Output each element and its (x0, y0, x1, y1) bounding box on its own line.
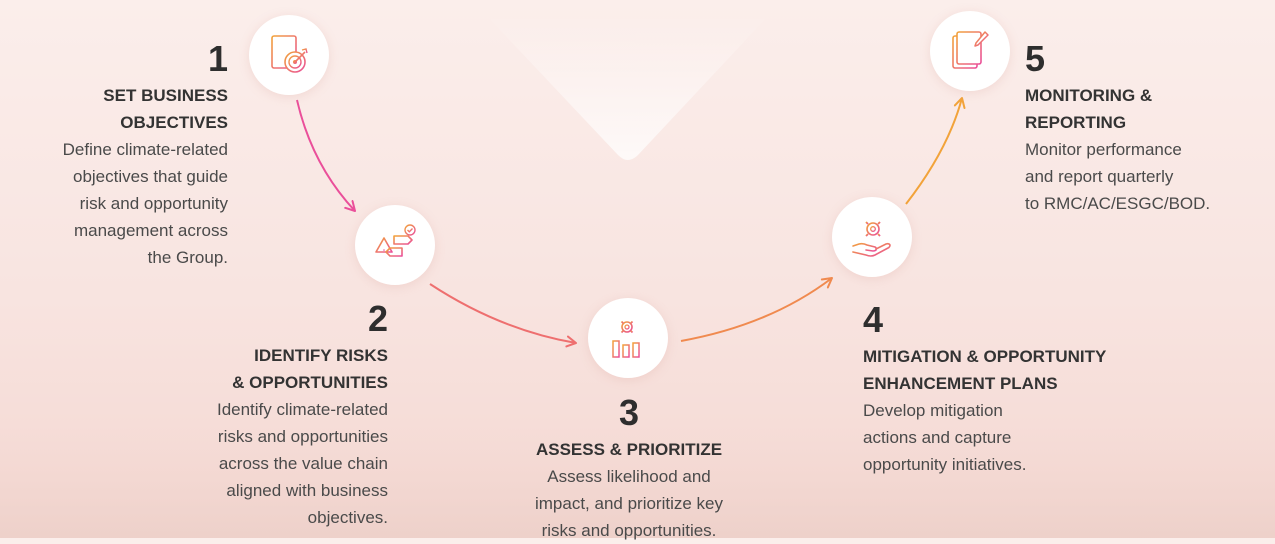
gear-bar-chart-icon (610, 319, 647, 358)
target-document-icon (271, 35, 308, 73)
report-pen-icon (952, 31, 989, 69)
arrow-step2-to-step3 (429, 283, 577, 348)
step-number: 3 (618, 392, 640, 433)
step-1: 1 SET BUSINESS OBJECTIVES Define climate… (63, 40, 228, 271)
step-number: 5 (1025, 38, 1046, 79)
arrow-step4-to-step5 (905, 97, 966, 205)
step-title: ASSESS & PRIORITIZE (535, 440, 723, 459)
step-number: 1 (207, 38, 228, 79)
step-3: 3 ASSESS & PRIORITIZE Assess likelihood … (479, 394, 779, 544)
arrow-step1-to-step2 (296, 99, 356, 212)
step-description: Identify climate-related risks and oppor… (216, 400, 388, 527)
step-5: 5 MONITORING & REPORTING Monitor perform… (1025, 40, 1210, 217)
step-3-icon-circle (588, 298, 668, 378)
step-4: 4 MITIGATION & OPPORTUNITY ENHANCEMENT P… (863, 301, 1106, 478)
gear-hand-icon (852, 219, 891, 257)
step-description: Develop mitigation actions and capture o… (863, 401, 1027, 474)
warning-signpost-icon (375, 224, 416, 264)
step-description: Monitor performance and report quarterly… (1025, 140, 1211, 213)
step-title: SET BUSINESS OBJECTIVES (103, 86, 228, 132)
step-5-icon-circle (930, 11, 1010, 91)
step-title: MONITORING & REPORTING (1025, 86, 1153, 132)
step-description: Define climate-related objectives that g… (62, 140, 228, 267)
background-floor (0, 420, 1275, 538)
step-2: 2 IDENTIFY RISKS & OPPORTUNITIES Identif… (217, 300, 388, 531)
background-triangle (485, 14, 770, 160)
arrow-step3-to-step4 (680, 277, 833, 342)
step-1-icon-circle (249, 15, 329, 95)
step-2-icon-circle (355, 205, 435, 285)
step-description: Assess likelihood and impact, and priori… (534, 467, 724, 540)
step-4-icon-circle (832, 197, 912, 277)
step-title: IDENTIFY RISKS & OPPORTUNITIES (232, 346, 388, 392)
step-number: 2 (367, 298, 388, 339)
step-title: MITIGATION & OPPORTUNITY ENHANCEMENT PLA… (863, 347, 1107, 393)
step-number: 4 (863, 299, 884, 340)
